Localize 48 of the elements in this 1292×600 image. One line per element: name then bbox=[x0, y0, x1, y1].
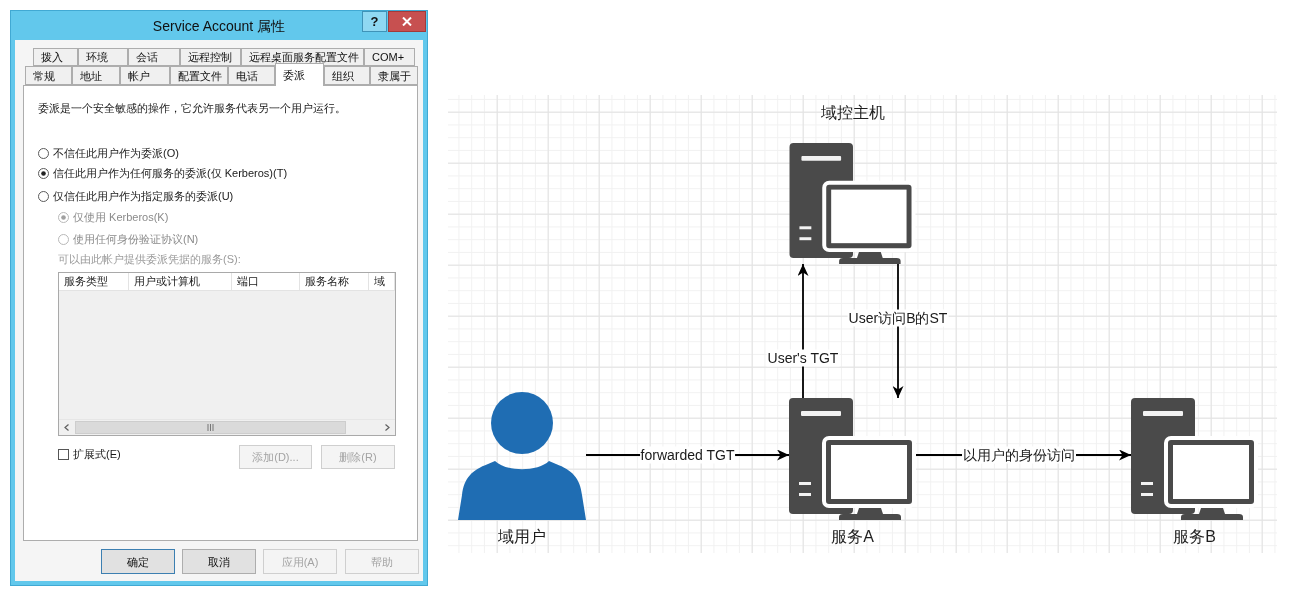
dialog-title: Service Account 属性 bbox=[152, 18, 286, 35]
column-header: 服务名称 bbox=[300, 273, 369, 291]
tab: 会话 bbox=[128, 48, 180, 66]
apply-button: 应用(A) bbox=[263, 549, 337, 574]
node-caption: 域用户 bbox=[498, 527, 546, 547]
edge-label: User访问B的ST bbox=[847, 309, 949, 327]
edge-label: forwarded TGT bbox=[639, 446, 736, 464]
tab: 拨入 bbox=[33, 48, 78, 66]
radio-option: 仅信任此用户作为指定服务的委派(U) bbox=[38, 188, 234, 204]
radio-option: 使用任何身份验证协议(N) bbox=[58, 231, 199, 247]
server-computer-illustration bbox=[789, 143, 916, 264]
column-header: 端口 bbox=[232, 273, 300, 291]
server-computer-illustration bbox=[1131, 398, 1258, 520]
arrow bbox=[797, 263, 809, 399]
user-silhouette bbox=[458, 392, 586, 520]
help-button: 帮助 bbox=[345, 549, 419, 574]
tab: 帐户 bbox=[120, 66, 170, 85]
tab: 电话 bbox=[228, 66, 275, 85]
field-label: 可以由此帐户提供委派凭据的服务(S): bbox=[58, 252, 241, 267]
edge-label: User's TGT bbox=[766, 349, 840, 367]
column-header: 用户或计算机 bbox=[129, 273, 232, 291]
tab: 配置文件 bbox=[170, 66, 228, 85]
tab: 环境 bbox=[78, 48, 128, 66]
checkbox-option: 扩展式(E) bbox=[58, 446, 121, 462]
tab: 常规 bbox=[25, 66, 72, 85]
column-header: 域 bbox=[369, 273, 395, 291]
radio-option: 信任此用户作为任何服务的委派(仅 Kerberos)(T) bbox=[38, 165, 288, 181]
tab: 远程控制 bbox=[180, 48, 241, 66]
node-caption: 域控主机 bbox=[820, 103, 885, 123]
selected-tab: 委派 bbox=[275, 63, 324, 86]
cancel-button: 取消 bbox=[182, 549, 256, 574]
node-caption: 服务B bbox=[1173, 527, 1216, 547]
tab: 远程桌面服务配置文件 bbox=[241, 48, 364, 66]
tab: 隶属于 bbox=[370, 66, 418, 85]
edge-label: 以用户的身份访问 bbox=[962, 446, 1077, 464]
tab: COM+ bbox=[364, 48, 415, 66]
remove-button: 删除(R) bbox=[321, 445, 395, 469]
radio-option: 不信任此用户作为委派(O) bbox=[38, 145, 179, 161]
server-computer-illustration bbox=[789, 398, 916, 520]
radio-option: 仅使用 Kerberos(K) bbox=[58, 209, 169, 225]
column-header: 服务类型 bbox=[59, 273, 129, 291]
node-caption: 服务A bbox=[831, 527, 874, 547]
ok-button: 确定 bbox=[101, 549, 175, 574]
tab: 地址 bbox=[72, 66, 120, 85]
tab: 组织 bbox=[324, 66, 370, 85]
description-text: 委派是一个安全敏感的操作，它允许服务代表另一个用户运行。 bbox=[38, 101, 346, 116]
add-button: 添加(D)... bbox=[239, 445, 312, 469]
help-button: ? bbox=[362, 11, 387, 32]
